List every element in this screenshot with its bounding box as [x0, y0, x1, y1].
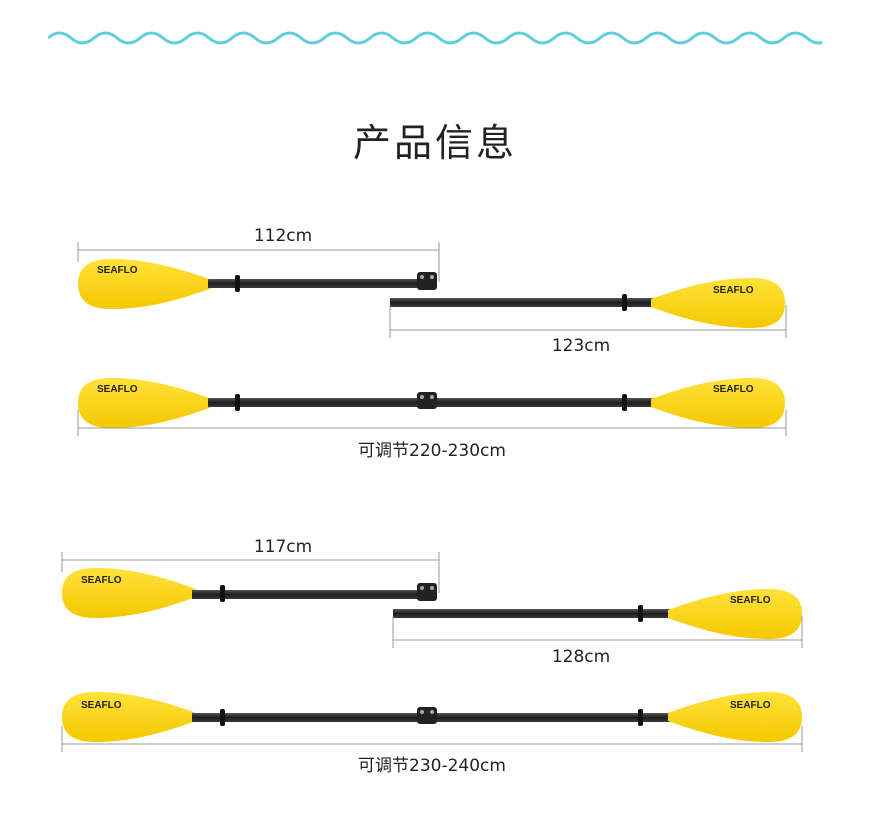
set2-left-length-label: 117cm	[253, 537, 313, 557]
blade-logo: SEAFLO	[713, 384, 754, 395]
blade-logo: SEAFLO	[713, 285, 754, 296]
set2-paddle-left-half: SEAFLO	[62, 568, 437, 618]
page-title: 产品信息	[352, 121, 517, 165]
set1-paddle-assembled: SEAFLO SEAFLO	[78, 378, 785, 428]
blade-logo: SEAFLO	[730, 595, 771, 606]
blade-logo: SEAFLO	[97, 265, 138, 276]
blade-logo: SEAFLO	[730, 700, 771, 711]
set1-dimension-left	[77, 242, 440, 282]
blade-logo: SEAFLO	[81, 575, 122, 586]
set1-paddle-left-half: SEAFLO	[78, 259, 437, 309]
set2-dimension-total	[61, 726, 803, 752]
set1-right-length-label: 123cm	[551, 336, 611, 356]
set1-dimension-total	[77, 410, 787, 436]
blade-logo: SEAFLO	[97, 384, 138, 395]
set1-left-length-label: 112cm	[253, 226, 313, 246]
set1-dimension-right	[389, 305, 787, 338]
set1-paddle-right-half: SEAFLO	[390, 278, 785, 328]
set2-total-length-label: 可调节230-240cm	[358, 756, 506, 776]
set1-total-length-label: 可调节220-230cm	[358, 441, 506, 461]
blade-logo: SEAFLO	[81, 700, 122, 711]
set2-dimension-left	[61, 552, 440, 593]
set2-paddle-right-half: SEAFLO	[393, 589, 802, 639]
set2-dimension-right	[392, 616, 803, 648]
wave-decoration	[48, 31, 822, 45]
set2-paddle-assembled: SEAFLO SEAFLO	[62, 692, 802, 742]
set2-right-length-label: 128cm	[551, 647, 611, 667]
